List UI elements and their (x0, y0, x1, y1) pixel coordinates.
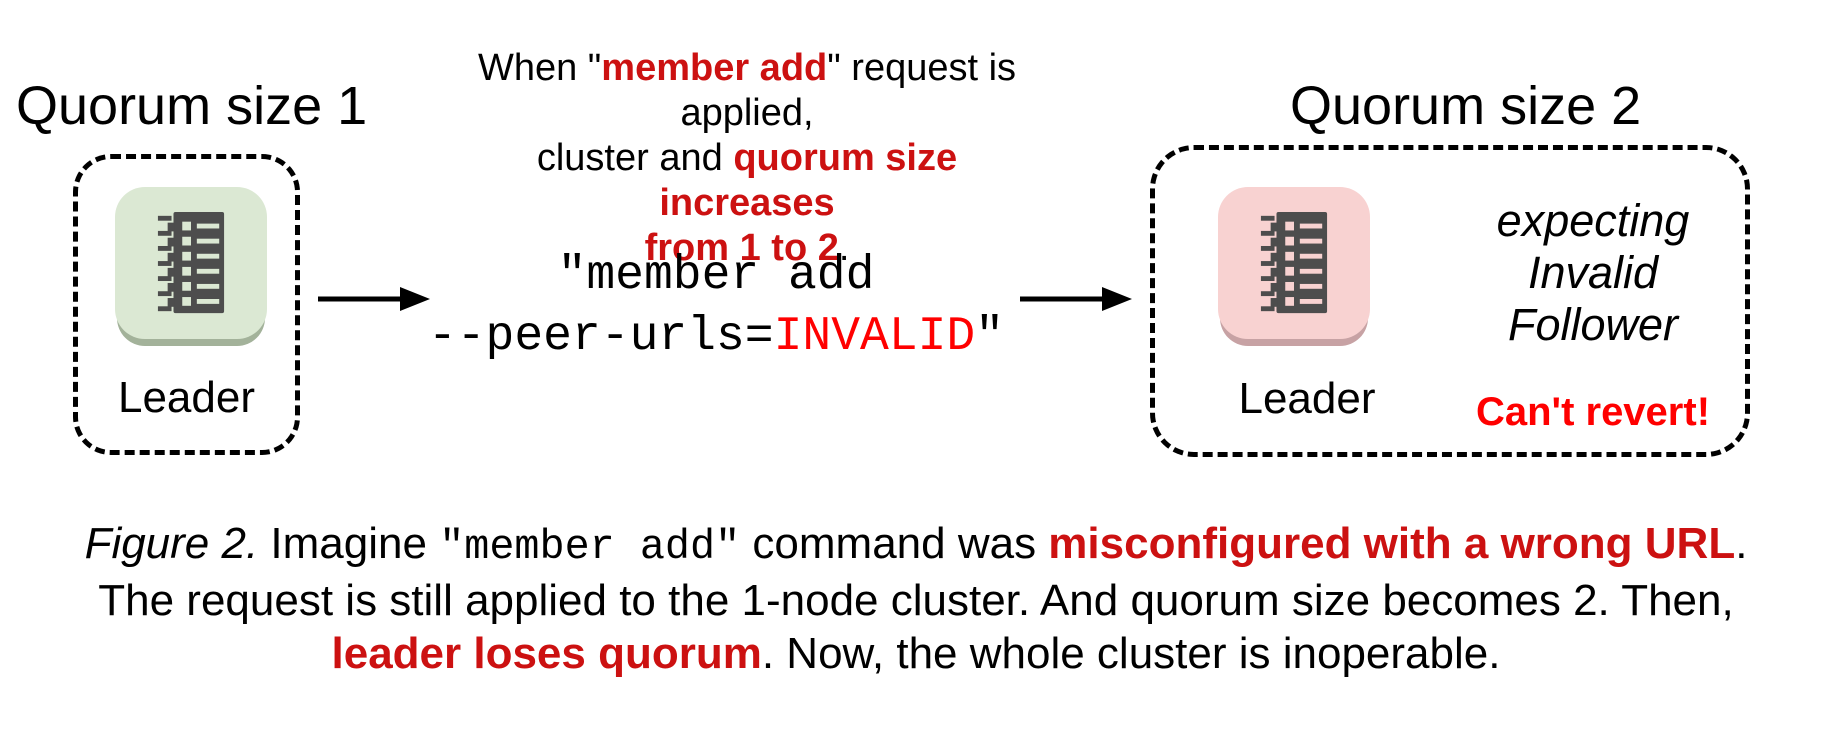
leader-node-healthy (115, 187, 267, 339)
right-cluster-title: Quorum size 2 (1290, 76, 1642, 136)
ledger-icon (1260, 211, 1328, 313)
left-cluster-title: Quorum size 1 (16, 76, 368, 136)
leader-label: Leader (1238, 374, 1376, 423)
figure-caption: Figure 2. Imagine "member add" command w… (84, 519, 1748, 678)
member-add-command: "member add--peer-urls=INVALID" (427, 249, 1005, 364)
arrow-right-icon (1020, 287, 1132, 311)
right-cluster-boundary: Leader expecting Invalid Follower Can't … (1150, 145, 1750, 457)
leader-label: Leader (117, 373, 255, 422)
cant-revert-warning: Can't revert! (1475, 390, 1711, 434)
ledger-icon (157, 211, 225, 313)
member-add-annotation: When "member add" request is applied,clu… (477, 47, 1017, 269)
expecting-invalid-follower-note: expecting Invalid Follower (1496, 195, 1690, 350)
left-cluster-boundary: Leader (73, 154, 300, 455)
arrow-right-icon (318, 287, 430, 311)
leader-node-broken (1218, 187, 1370, 339)
